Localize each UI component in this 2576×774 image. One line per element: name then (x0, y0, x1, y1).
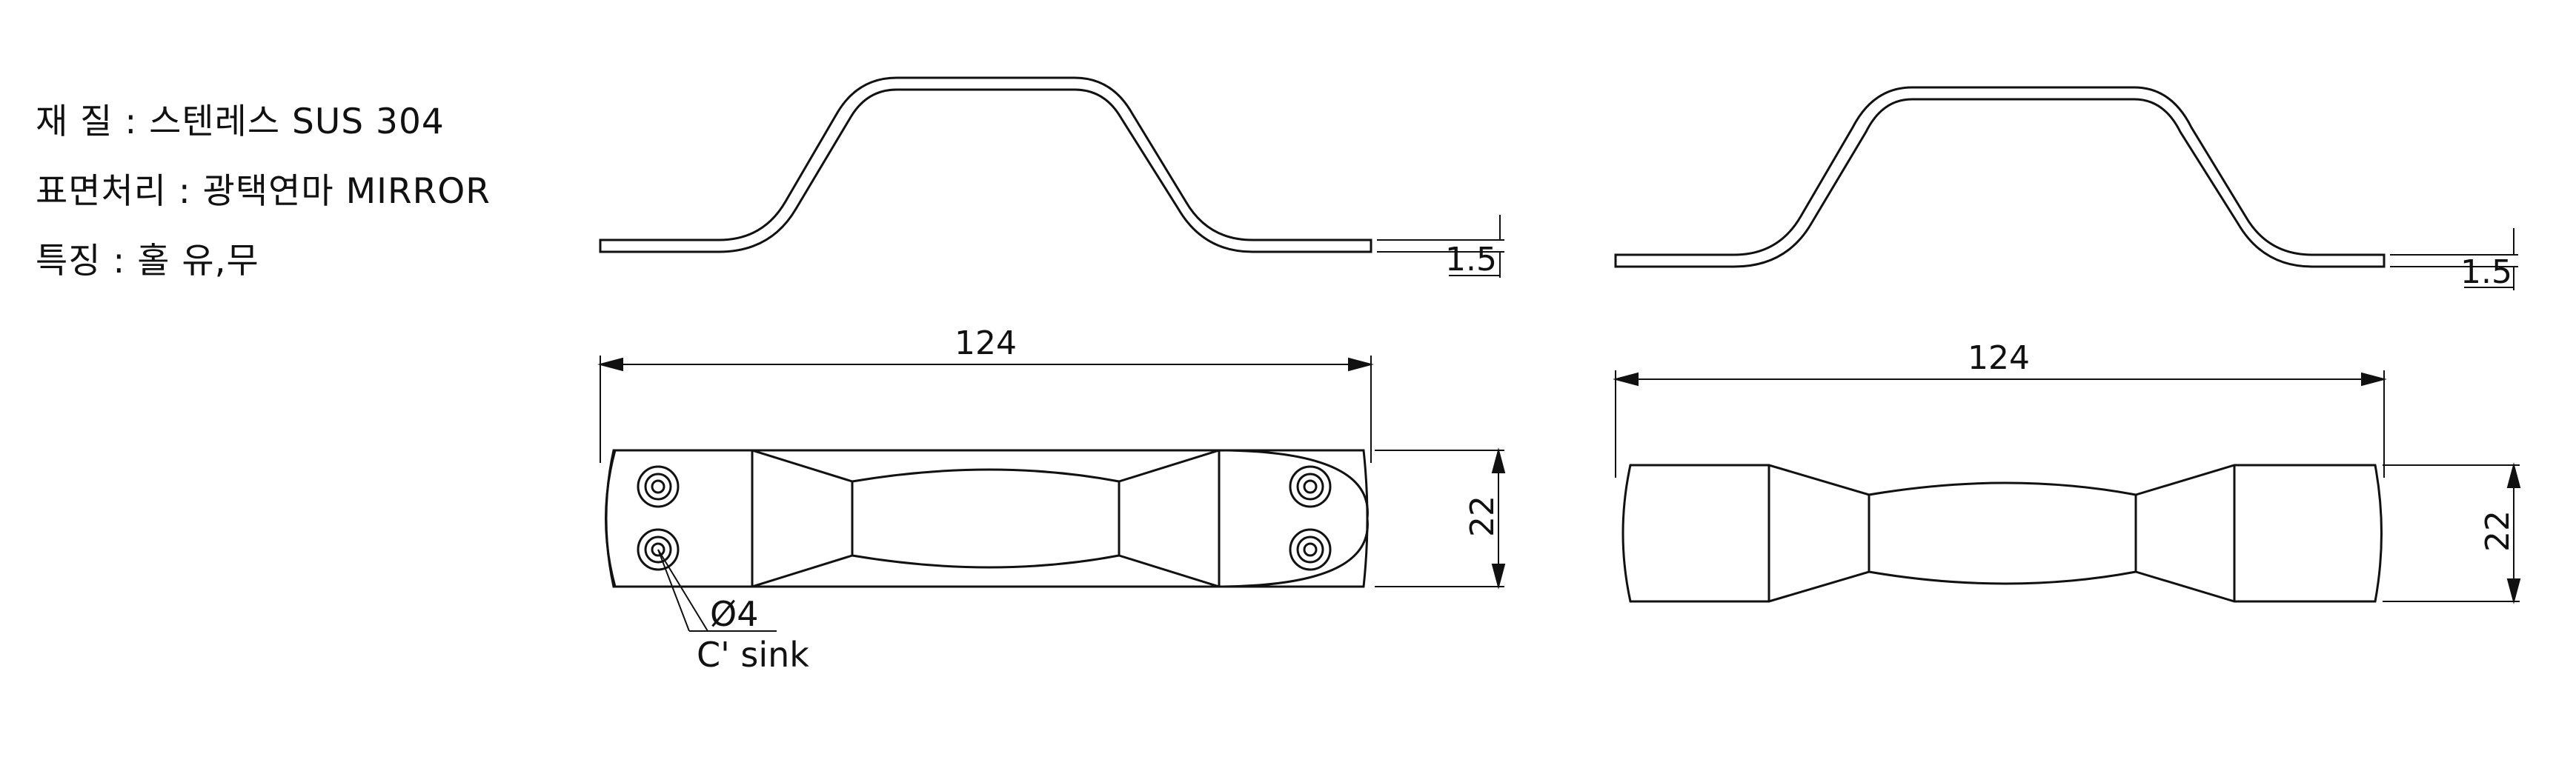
right-length-dimension (1613, 370, 2387, 478)
left-handle-outline (605, 449, 1369, 588)
left-width-label: 22 (1464, 496, 1501, 537)
right-length-label: 124 (1968, 339, 2030, 377)
spec-finish: 표면처리 : 광택연마 MIRROR (36, 171, 491, 212)
left-hole-3 (1289, 465, 1332, 508)
left-width-dimension (1375, 447, 1506, 590)
right-top-view (1621, 464, 2383, 603)
right-handle-body (1621, 464, 2383, 603)
right-width-label: 22 (2479, 510, 2517, 552)
left-hole-1 (637, 465, 680, 508)
right-thickness-dimension (2390, 228, 2518, 290)
right-side-profile (1614, 86, 2386, 268)
left-side-profile (599, 76, 1372, 253)
hole-leader (657, 549, 777, 632)
left-length-label: 124 (955, 324, 1017, 362)
left-thickness-label: 1.5 (1445, 241, 1497, 278)
spec-material: 재 질 : 스텐레스 SUS 304 (36, 101, 445, 142)
right-width-dimension (2383, 462, 2521, 604)
left-thickness-dimension (1377, 215, 1504, 278)
left-top-view (605, 449, 1369, 588)
right-thickness-label: 1.5 (2460, 253, 2512, 291)
spec-notes: 재 질 : 스텐레스 SUS 304 표면처리 : 광택연마 MIRROR 특징… (36, 87, 491, 296)
spec-feature: 특징 : 홀 유,무 (36, 241, 259, 281)
left-length-dimension (597, 356, 1374, 463)
left-profile-strip (599, 76, 1372, 253)
hole-note-label: C' sink (697, 635, 809, 675)
left-handle-body (605, 449, 1369, 588)
right-profile-strip (1614, 86, 2386, 268)
left-hole-4 (1289, 528, 1332, 571)
left-hole-2 (637, 528, 680, 571)
hole-diameter-label: Ø4 (710, 594, 758, 634)
